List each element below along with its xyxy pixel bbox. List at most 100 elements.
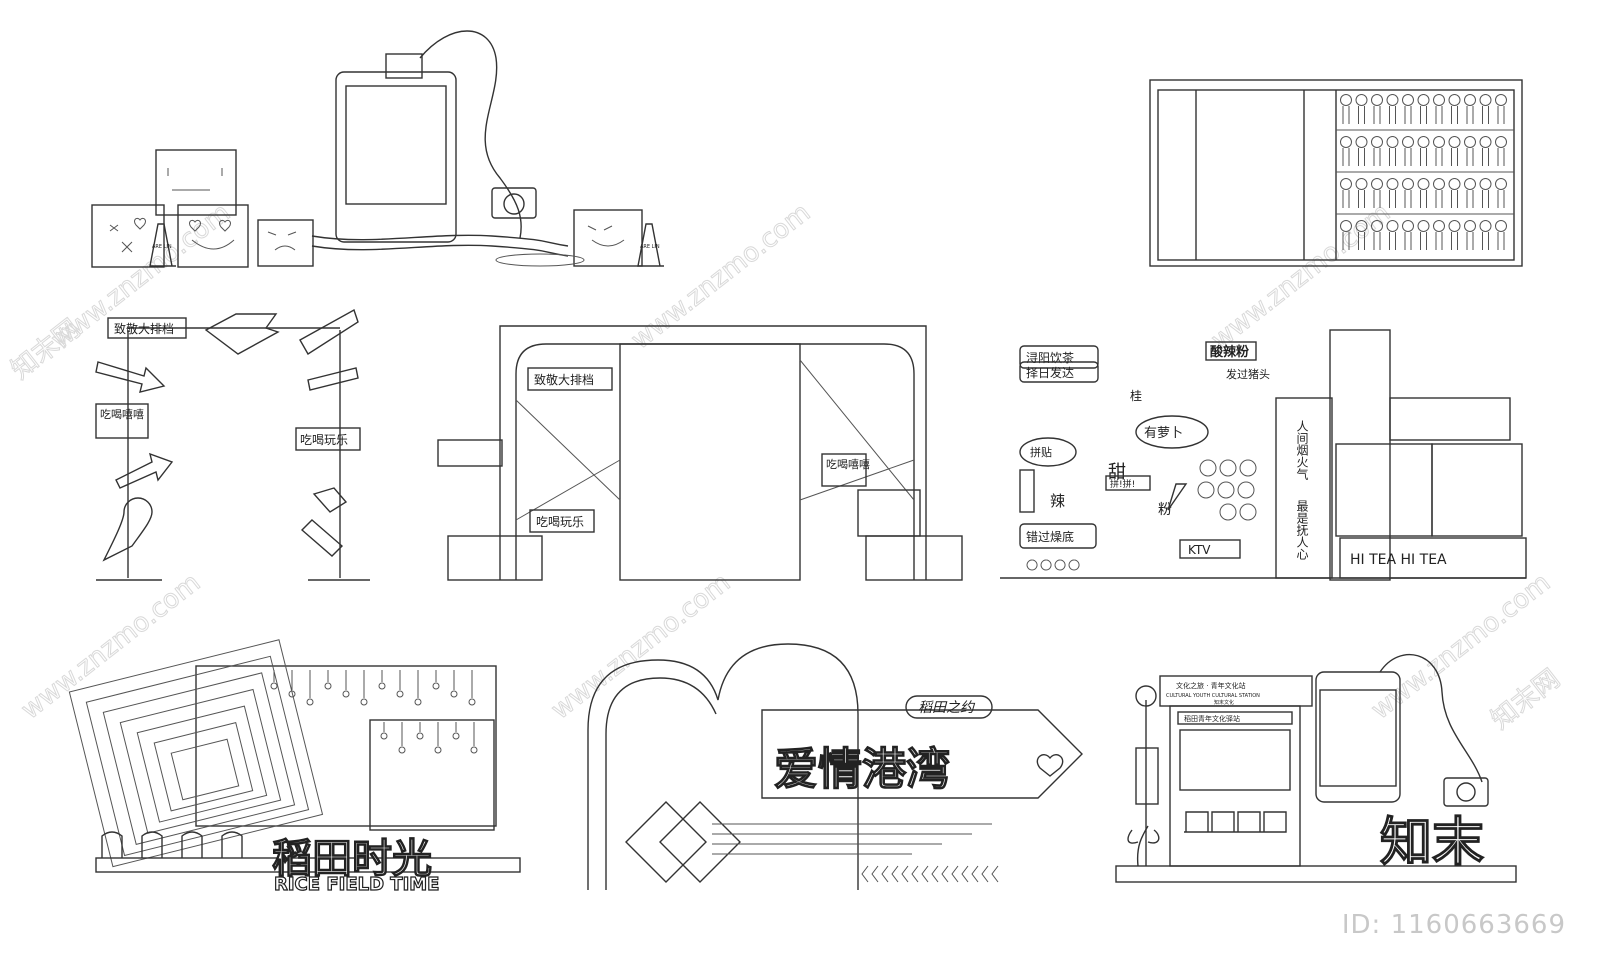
tag-text: 甜: [1108, 462, 1126, 483]
panel-blocks-photo-frame: ARE LIN ARE LIN: [91, 30, 664, 268]
bulb-icon: [434, 746, 442, 754]
chevron-icon: [991, 865, 999, 883]
rice-title: 稻田时光: [272, 836, 432, 882]
chevron-icon: [881, 865, 889, 883]
tag-badge: [1019, 361, 1099, 383]
badge-ribbon: [1404, 106, 1412, 124]
badge-icon: [1464, 136, 1476, 148]
badge-ribbon: [1451, 190, 1458, 208]
badge-icon: [1355, 136, 1368, 148]
panel-bus-stop: 文化之旅 · 青年文化站 CULTURAL YOUTH CULTURAL STA…: [1115, 653, 1517, 883]
bulb-icon: [468, 698, 476, 706]
watermark-brand: 知末网: [6, 314, 86, 386]
block-top: [155, 149, 237, 216]
chevron-icon: [861, 865, 869, 883]
arrow-sign-icon: [115, 452, 174, 489]
sign-text: 吃喝玩乐: [536, 515, 584, 529]
frame-square: [68, 639, 324, 868]
face-icon: [587, 225, 625, 247]
photo-frame-inner: [345, 85, 447, 205]
frame-square: [85, 655, 310, 857]
chevron-icon: [951, 865, 959, 883]
chevron-icon: [901, 865, 909, 883]
tag-bubble: [1019, 437, 1077, 467]
tag-text: 辣: [1050, 492, 1065, 510]
badge-icon: [1448, 136, 1461, 148]
badge-ribbon: [1389, 190, 1396, 208]
bulb-icon: [396, 690, 404, 698]
badge-ribbon: [1404, 190, 1412, 208]
tag-text: 择日发达: [1026, 365, 1074, 380]
sign-text: 吃喝嘻嘻: [100, 408, 144, 421]
ice-cream-icon: [102, 497, 153, 562]
panel-shelf-wall: [1149, 79, 1523, 267]
booth-crate: [447, 535, 543, 581]
badge-icon: [1417, 178, 1430, 190]
photo-frame: [335, 71, 457, 243]
traffic-cone-icon: [637, 223, 664, 267]
sign-board: [821, 453, 867, 487]
badge-grid: [1340, 94, 1507, 250]
panel-tag-wall: 浔阳饮茶 择日发达 酸辣粉 发过猪头 有萝卜 甜 拼!拼! 辣 错过燥底 KTV…: [1000, 329, 1527, 581]
tag-text: 错过燥底: [1026, 529, 1074, 544]
shelter-roof: [1159, 675, 1313, 707]
dot-icon: [1217, 481, 1235, 499]
badge-icon: [1371, 220, 1383, 232]
badge-ribbon: [1358, 148, 1365, 166]
watermark-text: www.znzmo.com: [546, 568, 736, 726]
cone-badge: ARE LIN: [152, 244, 172, 250]
badge-icon: [1448, 220, 1461, 232]
badge-ribbon: [1389, 232, 1396, 250]
badge-icon: [1448, 178, 1461, 190]
tag-badge: [1019, 345, 1099, 369]
face-icon: [189, 219, 235, 250]
badge-ribbon: [1389, 148, 1396, 166]
badge-ribbon: [1451, 106, 1458, 124]
watermark-text: www.znzmo.com: [16, 568, 206, 726]
dot-cluster: [1197, 459, 1257, 521]
badge-ribbon: [1466, 106, 1474, 124]
speed-lines: [712, 823, 992, 855]
chevron-icon: [941, 865, 949, 883]
photo-frame: [1315, 671, 1401, 803]
bulb-icon: [288, 690, 296, 698]
face-icon: [109, 217, 146, 253]
frame-square: [119, 688, 282, 834]
bulb-icon: [342, 690, 350, 698]
badge-ribbon: [1342, 106, 1350, 124]
badge-ribbon: [1482, 148, 1489, 166]
badge-icon: [1340, 220, 1352, 232]
badge-icon: [1402, 136, 1414, 148]
badge-icon: [1464, 178, 1476, 190]
block-right: [573, 209, 643, 267]
cable-line: [1379, 653, 1483, 783]
chevron-icon: [971, 865, 979, 883]
bulb-icon: [380, 732, 388, 740]
tag-text: 拼贴: [1030, 445, 1052, 459]
arrow-sign-icon: [95, 361, 166, 393]
dot-icon: [1199, 459, 1217, 477]
tag-text: 浔阳饮茶: [1026, 350, 1074, 365]
camera-icon: [491, 187, 537, 219]
sign-board: [107, 317, 187, 339]
badge-ribbon: [1358, 232, 1365, 250]
badge-ribbon: [1342, 190, 1350, 208]
window-frame: [369, 719, 495, 831]
badge-icon: [1464, 220, 1476, 232]
badge-ribbon: [1497, 106, 1505, 124]
shelter-banner-text: 稻田青年文化驿站: [1184, 714, 1240, 723]
bulb-icon: [360, 698, 368, 706]
face-icon: [267, 231, 297, 251]
badge-icon: [1386, 178, 1399, 190]
badge-ribbon: [1482, 190, 1489, 208]
badge-icon: [1340, 178, 1352, 190]
badge-icon: [1402, 220, 1414, 232]
light-string: [270, 670, 478, 754]
bulb-icon: [398, 746, 406, 754]
badge-icon: [1433, 178, 1445, 190]
badge-icon: [1495, 178, 1507, 190]
sign-text: 致敬大排档: [114, 322, 174, 336]
badge-ribbon: [1497, 148, 1505, 166]
badge-icon: [1371, 94, 1383, 106]
badge-icon: [1479, 178, 1492, 190]
